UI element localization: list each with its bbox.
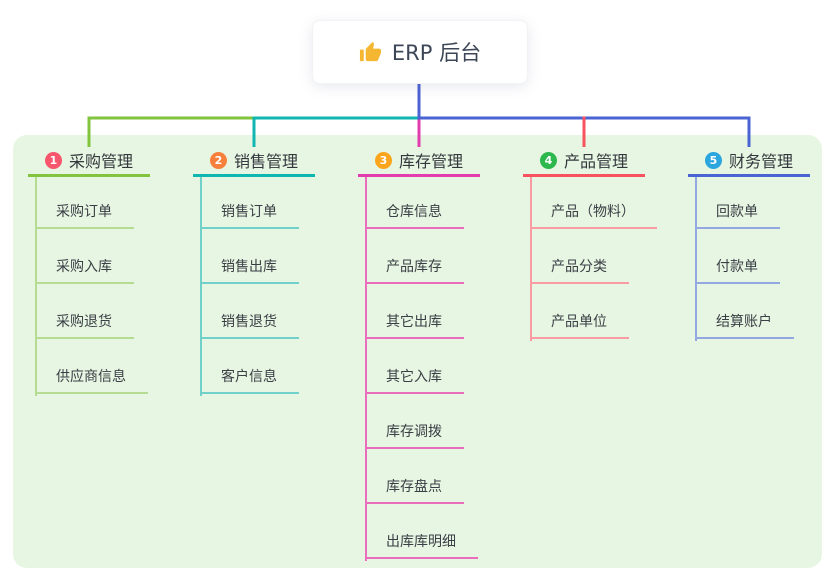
child-node[interactable]: 销售退货 — [200, 312, 299, 339]
child-row: 产品（物料） — [530, 174, 657, 229]
child-row: 回款单 — [695, 174, 794, 229]
thumbs-up-icon — [359, 41, 381, 61]
child-node[interactable]: 库存调拨 — [365, 422, 464, 449]
branch-node-3[interactable]: 3 库存管理 — [358, 146, 480, 177]
child-node[interactable]: 其它入库 — [365, 367, 464, 394]
child-node[interactable]: 采购退货 — [35, 312, 134, 339]
branch-label: 产品管理 — [563, 152, 628, 171]
child-node[interactable]: 采购入库 — [35, 257, 134, 284]
child-row: 其它出库 — [365, 284, 478, 339]
branch-children: 销售订单销售出库销售退货客户信息 — [200, 174, 299, 394]
branch-spine-line — [200, 177, 202, 396]
child-row: 产品库存 — [365, 229, 478, 284]
branch-spine-line — [35, 177, 37, 396]
child-row: 采购订单 — [35, 174, 148, 229]
child-row: 出库库明细 — [365, 504, 478, 559]
branch-node-1[interactable]: 1 采购管理 — [28, 146, 150, 177]
branch-spine-line — [695, 177, 697, 341]
branch-spine-line — [365, 177, 367, 561]
child-node[interactable]: 库存盘点 — [365, 477, 464, 504]
child-row: 库存调拨 — [365, 394, 478, 449]
child-row: 供应商信息 — [35, 339, 148, 394]
child-row: 产品分类 — [530, 229, 657, 284]
branch-node-4[interactable]: 4 产品管理 — [523, 146, 645, 177]
child-node[interactable]: 其它出库 — [365, 312, 464, 339]
child-row: 采购入库 — [35, 229, 148, 284]
branches-panel — [13, 135, 822, 568]
child-row: 其它入库 — [365, 339, 478, 394]
branch-children: 产品（物料） 产品分类产品单位 — [530, 174, 657, 339]
child-row: 销售出库 — [200, 229, 299, 284]
branch-badge: 4 — [539, 151, 557, 169]
root-node[interactable]: ERP 后台 — [312, 20, 528, 84]
branch-badge: 5 — [704, 151, 722, 169]
child-row: 销售订单 — [200, 174, 299, 229]
branch-badge: 2 — [209, 151, 227, 169]
branch-badge: 1 — [44, 151, 62, 169]
branch-badge: 3 — [374, 151, 392, 169]
branch-spine-line — [530, 177, 532, 341]
child-node[interactable]: 产品库存 — [365, 257, 464, 284]
branch-label: 库存管理 — [398, 152, 463, 171]
child-node[interactable]: 回款单 — [695, 202, 780, 229]
branch-node-5[interactable]: 5 财务管理 — [688, 146, 810, 177]
branch-children: 回款单付款单结算账户 — [695, 174, 794, 339]
branch-children: 采购订单采购入库采购退货供应商信息 — [35, 174, 148, 394]
child-row: 产品单位 — [530, 284, 657, 339]
child-row: 付款单 — [695, 229, 794, 284]
root-label: ERP 后台 — [391, 41, 482, 65]
child-node[interactable]: 仓库信息 — [365, 202, 464, 229]
child-node[interactable]: 出库库明细 — [365, 532, 478, 559]
child-node[interactable]: 销售出库 — [200, 257, 299, 284]
child-row: 采购退货 — [35, 284, 148, 339]
branch-children: 仓库信息产品库存其它出库其它入库库存调拨库存盘点出库库明细 — [365, 174, 478, 559]
child-node[interactable]: 销售订单 — [200, 202, 299, 229]
child-node[interactable]: 产品单位 — [530, 312, 629, 339]
branch-label: 销售管理 — [233, 152, 298, 171]
child-row: 销售退货 — [200, 284, 299, 339]
child-node[interactable]: 产品（物料） — [530, 202, 657, 229]
child-node[interactable]: 采购订单 — [35, 202, 134, 229]
branch-label: 采购管理 — [68, 152, 133, 171]
child-row: 结算账户 — [695, 284, 794, 339]
child-row: 仓库信息 — [365, 174, 478, 229]
child-node[interactable]: 付款单 — [695, 257, 780, 284]
branch-node-2[interactable]: 2 销售管理 — [193, 146, 315, 177]
child-node[interactable]: 客户信息 — [200, 367, 299, 394]
child-node[interactable]: 结算账户 — [695, 312, 794, 339]
branch-label: 财务管理 — [728, 152, 793, 171]
child-node[interactable]: 产品分类 — [530, 257, 629, 284]
child-row: 客户信息 — [200, 339, 299, 394]
child-node[interactable]: 供应商信息 — [35, 367, 148, 394]
child-row: 库存盘点 — [365, 449, 478, 504]
